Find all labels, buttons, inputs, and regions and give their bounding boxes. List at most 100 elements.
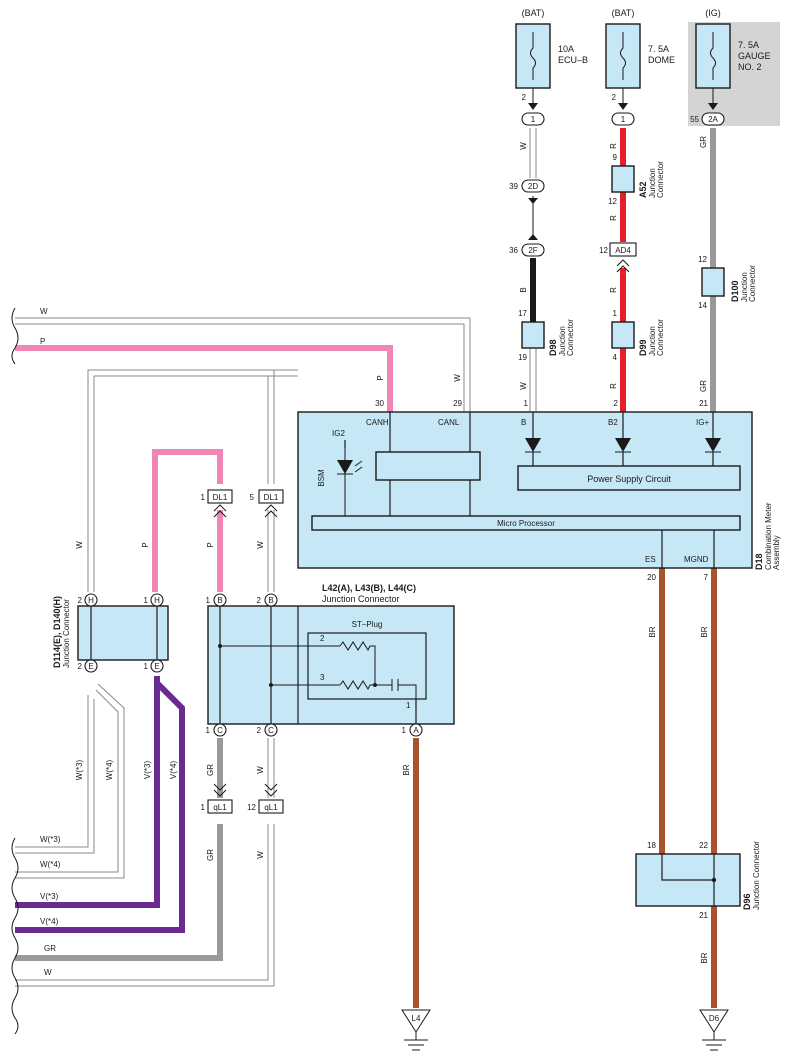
d100-label1: Junction xyxy=(740,272,749,302)
connector-2f-label: 2F xyxy=(528,246,537,255)
ql1-left-body xyxy=(207,799,233,814)
junction-d96: 18 22 21 D96 Junction Connector xyxy=(635,841,761,920)
fuse-dome: (BAT) 7. 5A DOME 2 xyxy=(605,8,675,110)
fuse-ecub-symbol xyxy=(530,32,536,80)
label-p-dl1: P xyxy=(206,542,215,547)
ql1-pin-a: 1 xyxy=(201,803,206,812)
connector-2d-pin: 39 xyxy=(509,182,518,191)
ql1-left-label: qL1 xyxy=(213,803,227,812)
st-plug-feed xyxy=(220,645,340,686)
bsm-led-icon xyxy=(337,460,353,474)
connector-1a-label: 1 xyxy=(531,115,536,124)
d18-label2: Assembly xyxy=(772,535,781,570)
d96-label: Junction Connector xyxy=(752,841,761,910)
d96-pin-21: 21 xyxy=(699,911,708,920)
d98-pin-bot: 19 xyxy=(518,353,527,362)
connector-1a xyxy=(521,112,545,126)
dl1-right-chevrons xyxy=(264,504,278,518)
label-gr-d100: GR xyxy=(699,380,708,392)
l42-c-right-label: C xyxy=(268,726,274,735)
diode-b xyxy=(525,438,541,452)
d114-e-left-pin: 2 xyxy=(78,662,83,671)
fuse-dome-arrow xyxy=(618,103,628,110)
st-plug-label: ST–Plug xyxy=(352,620,383,629)
connector-2f-pin: 36 xyxy=(509,246,518,255)
l42-b-right-label: B xyxy=(268,596,273,605)
break-mark-bottom xyxy=(11,837,19,1035)
fuse-dome-source: (BAT) xyxy=(612,8,635,18)
dl1-pin-b: 5 xyxy=(250,493,255,502)
resistor-1-icon xyxy=(339,641,376,685)
combination-meter-d18: 30 29 1 2 21 CANH CANL B B2 IG+ Power Su… xyxy=(297,399,781,582)
d96-pin-22: 22 xyxy=(699,841,708,850)
a52-pin-bot: 12 xyxy=(608,197,617,206)
d114-e-right-pin: 1 xyxy=(144,662,149,671)
d99-id: D99 xyxy=(638,339,648,356)
l42-title: L42(A), L43(B), L44(C) xyxy=(322,583,416,593)
oval-connectors: 1 1 2A 55 2D 39 2F 36 xyxy=(509,112,725,257)
a52-label1: Junction xyxy=(648,168,657,198)
label-w3-v: W(*3) xyxy=(75,759,84,780)
d114-h-right-pin: 1 xyxy=(144,596,149,605)
wire-v4 xyxy=(15,681,185,933)
diode-b2 xyxy=(615,438,631,452)
ground-d6: D6 xyxy=(699,1009,729,1051)
label-b: B xyxy=(519,287,528,292)
d114-label: Junction Connector xyxy=(62,599,71,668)
l42-b-right-pin: 2 xyxy=(257,596,262,605)
dl1-pin-a: 1 xyxy=(201,493,206,502)
d18-power-supply xyxy=(517,465,741,491)
d18-power-supply-label: Power Supply Circuit xyxy=(587,474,671,484)
label-w3-h: W(*3) xyxy=(40,835,61,844)
d18-internal-lines xyxy=(344,412,714,516)
label-v4-v: V(*4) xyxy=(169,761,178,780)
l42-resistor-pin-1: 1 xyxy=(406,701,411,710)
label-gr-l42: GR xyxy=(206,764,215,776)
ql1-right-body xyxy=(258,799,284,814)
d18-pin-b: 1 xyxy=(524,399,529,408)
a52-id: A52 xyxy=(638,181,648,198)
junction-d114-d140: H 2 H 1 E 2 E 1 D114(E), D140(H) Junctio… xyxy=(52,593,169,673)
d18-term-canh: CANH xyxy=(366,418,389,427)
junction-d99: 1 4 D99 Junction Connector xyxy=(611,309,665,362)
ground-l4-triangle xyxy=(401,1009,431,1033)
junction-d100: 12 14 D100 Junction Connector xyxy=(698,255,757,310)
l42-c-right-pin: 2 xyxy=(257,726,262,735)
d114-internal-lines xyxy=(90,606,158,660)
d114-id: D114(E), D140(H) xyxy=(52,596,62,668)
fuse-ecub-source: (BAT) xyxy=(522,8,545,18)
wire-w-canl xyxy=(15,317,471,412)
label-w4-v: W(*4) xyxy=(105,759,114,780)
wire-w-dl1-right xyxy=(267,370,275,484)
d114-e-right-label: E xyxy=(154,662,159,671)
d18-term-mgnd: MGND xyxy=(684,555,709,564)
wire-labels-low: W(*3) W(*4) V(*3) V(*4) W(*3) W(*4) V(*3… xyxy=(40,626,709,977)
d96-id: D96 xyxy=(742,893,752,910)
fuse-ecub-arrow xyxy=(528,103,538,110)
break-marks xyxy=(11,307,19,1035)
connector-dl1: 1 DL1 5 DL1 xyxy=(201,489,284,518)
label-w-canl: W xyxy=(453,374,462,382)
connector-1b-label: 1 xyxy=(621,115,626,124)
d99-pin-top: 1 xyxy=(613,309,618,318)
capacitor-icon xyxy=(391,679,417,699)
junction-d98: 17 19 D98 Junction Connector xyxy=(518,309,575,362)
a52-pin-top: 9 xyxy=(613,153,618,162)
wire-labels-top: W R R R R B W GR GR W P P W xyxy=(40,136,708,392)
d18-pin-b2: 2 xyxy=(614,399,619,408)
wire-p-canh xyxy=(15,345,393,412)
d114-pin-e-left xyxy=(84,659,98,673)
d99-label1: Junction xyxy=(648,326,657,356)
label-w4-h: W(*4) xyxy=(40,860,61,869)
label-gr-h: GR xyxy=(44,944,56,953)
label-v3-v: V(*3) xyxy=(143,761,152,780)
label-w-loop: W xyxy=(75,541,84,549)
label-r-1: R xyxy=(609,143,618,149)
a52-label2: Connector xyxy=(656,161,665,198)
label-w-ecub: W xyxy=(519,142,528,150)
fuse-ecu-b: (BAT) 10A ECU–B 2 xyxy=(515,8,588,110)
ql1-right-label: qL1 xyxy=(264,803,278,812)
st-plug-node xyxy=(373,683,377,687)
dl1-right-body xyxy=(258,489,284,504)
label-gr-ql1: GR xyxy=(206,849,215,861)
